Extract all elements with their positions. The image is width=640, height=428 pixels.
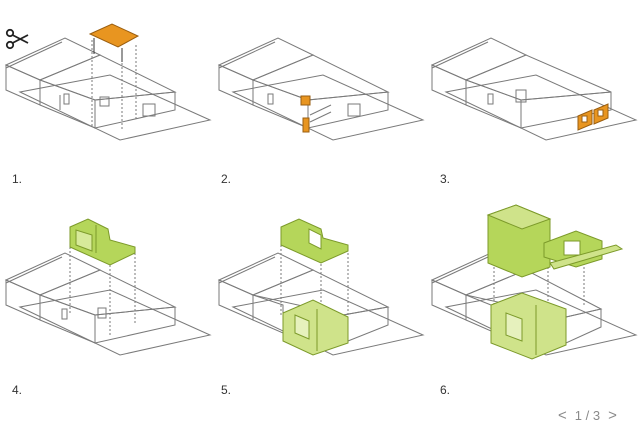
step-panel-2: 2. [213, 0, 426, 200]
step-panel-3: 3. [426, 0, 639, 200]
step-panel-6: 6. [426, 204, 639, 405]
chevron-right-icon[interactable]: > [608, 406, 617, 424]
scissors-icon[interactable] [4, 26, 30, 52]
step-label-1: 1. [12, 172, 23, 186]
house-diagram-6 [430, 204, 638, 360]
house-diagram-3 [430, 37, 638, 141]
pager: < 1 / 3 > [558, 406, 617, 424]
step-panel-5: 5. [213, 205, 426, 405]
step-label-3: 3. [440, 172, 451, 186]
step-label-5: 5. [221, 383, 232, 397]
house-diagram-1 [4, 23, 212, 141]
step-label-6: 6. [440, 383, 451, 397]
house-diagram-4 [4, 218, 212, 356]
chevron-left-icon[interactable]: < [558, 406, 567, 424]
page-indicator: 1 / 3 [574, 407, 601, 423]
step-label-2: 2. [221, 172, 232, 186]
step-label-4: 4. [12, 383, 23, 397]
house-diagram-5 [217, 218, 425, 356]
step-panel-4: 4. [0, 205, 213, 405]
house-diagram-2 [217, 37, 425, 141]
step-panel-1: 1. [0, 0, 213, 200]
